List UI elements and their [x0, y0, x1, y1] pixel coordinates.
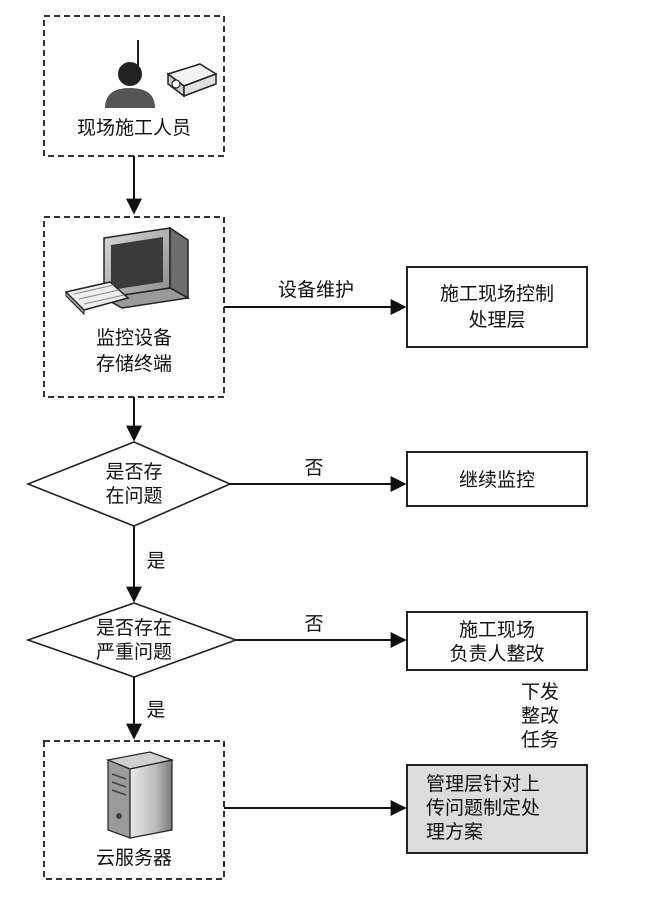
management-line2: 传问题制定处 — [426, 797, 540, 819]
construction-control-line1: 施工现场控制 — [440, 283, 554, 305]
construction-control-line2: 处理层 — [468, 309, 525, 331]
decision-2-line2: 严重问题 — [96, 641, 172, 663]
worker-node: 现场施工人员 — [43, 15, 225, 157]
continue-monitor-label: 继续监控 — [459, 469, 535, 491]
terminal-label-line2: 存储终端 — [96, 353, 172, 375]
issue-task-line1: 下发 — [521, 681, 559, 703]
decision-1: 是否存 在问题 — [25, 441, 232, 527]
computer-with-keyboard-icon — [64, 226, 191, 316]
decision-2-no-label: 否 — [304, 613, 323, 635]
terminal-node: 监控设备 存储终端 — [43, 216, 225, 398]
server-tower-icon — [105, 751, 175, 839]
maintenance-label: 设备维护 — [278, 279, 354, 301]
rectify-node: 施工现场 负责人整改 — [406, 611, 588, 671]
rectify-line1: 施工现场 — [459, 619, 535, 641]
construction-control-node: 施工现场控制 处理层 — [406, 266, 588, 348]
terminal-label-line1: 监控设备 — [96, 327, 172, 349]
decision-1-no-label: 否 — [304, 457, 323, 479]
cloud-server-node: 云服务器 — [43, 740, 225, 880]
management-line1: 管理层针对上 — [426, 773, 540, 795]
decision-1-yes-label: 是 — [146, 550, 165, 572]
cloud-server-label: 云服务器 — [96, 847, 172, 869]
issue-task-line3: 任务 — [521, 729, 559, 751]
continue-monitor-node: 继续监控 — [406, 451, 588, 507]
decision-2-yes-label: 是 — [146, 699, 165, 721]
issue-task-label: 下发 整改 任务 — [521, 681, 559, 751]
decision-1-line1: 是否存 — [105, 461, 162, 483]
decision-1-line2: 在问题 — [105, 485, 162, 507]
rectify-line2: 负责人整改 — [449, 643, 544, 665]
decision-2-line1: 是否存在 — [96, 617, 172, 639]
issue-task-line2: 整改 — [521, 705, 559, 727]
decision-2: 是否存在 严重问题 — [25, 602, 239, 678]
worker-label: 现场施工人员 — [77, 117, 191, 139]
person-with-projector-icon — [105, 40, 218, 108]
management-line3: 理方案 — [426, 821, 483, 843]
management-node: 管理层针对上 传问题制定处 理方案 — [406, 764, 588, 854]
